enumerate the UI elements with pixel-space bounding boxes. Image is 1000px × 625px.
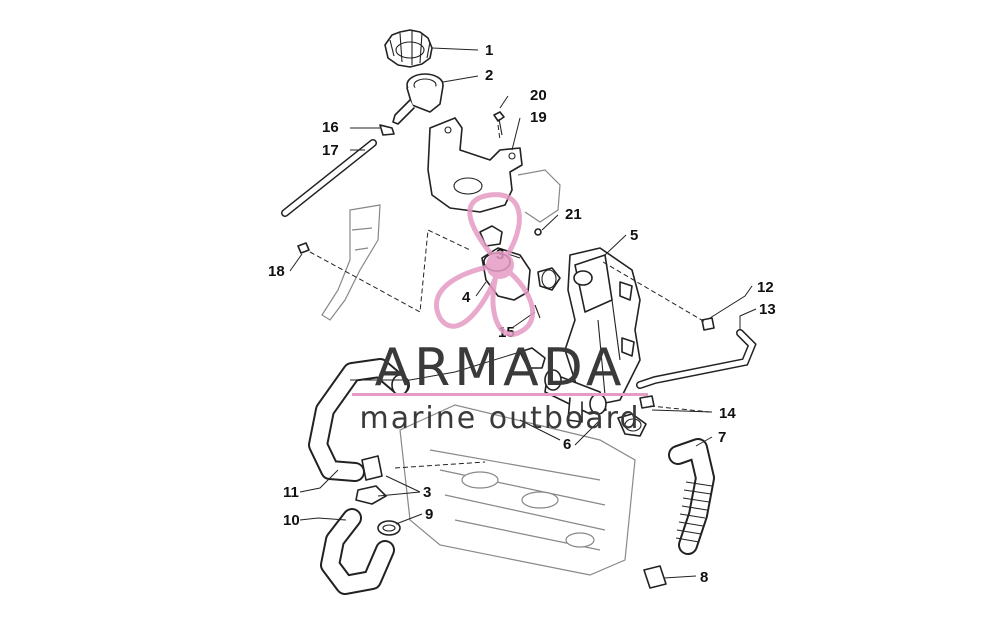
callout-4: 4	[462, 289, 471, 306]
callout-8: 8	[700, 569, 708, 586]
callout-21: 21	[565, 206, 582, 223]
callout-10: 10	[283, 512, 300, 529]
callout-2: 2	[485, 67, 493, 84]
filler-neck	[392, 73, 444, 125]
callout-13: 13	[759, 301, 776, 318]
brand-tagline: marine outboard	[359, 401, 640, 436]
leader-lines	[289, 47, 757, 579]
brand-name: ARMADA	[375, 338, 626, 398]
callout-7: 7	[718, 429, 726, 446]
corrugated-hose	[668, 438, 715, 555]
callout-19: 19	[530, 109, 547, 126]
callout-12: 12	[757, 279, 774, 296]
callout-20: 20	[530, 87, 547, 104]
engine-block	[399, 404, 636, 576]
return-hose	[636, 317, 757, 409]
brand-rule	[352, 393, 648, 396]
end-fitting	[643, 565, 667, 589]
lower-clamps	[355, 455, 387, 505]
callout-17: 17	[322, 142, 339, 159]
filler-cap	[384, 29, 433, 68]
overflow-tube	[281, 124, 395, 217]
reservoir-tank	[564, 247, 641, 406]
callout-18: 18	[268, 263, 285, 280]
bolt-18	[297, 242, 310, 254]
callout-9: 9	[425, 506, 433, 523]
propeller-logo-icon	[434, 192, 536, 337]
assembly-lines	[309, 124, 711, 469]
callout-5: 5	[630, 227, 638, 244]
callout-6: 6	[563, 436, 571, 453]
callout-14: 14	[719, 405, 736, 422]
lower-hose	[320, 508, 395, 595]
bracket-faint	[321, 204, 381, 321]
mounting-bracket	[427, 111, 561, 223]
watermark: ARMADA marine outboard	[352, 192, 648, 436]
callout-16: 16	[322, 119, 339, 136]
hose-clamp	[377, 520, 401, 536]
callout-11: 11	[283, 484, 299, 501]
callout-3-lower: 3	[423, 484, 431, 501]
callout-1: 1	[485, 42, 493, 59]
